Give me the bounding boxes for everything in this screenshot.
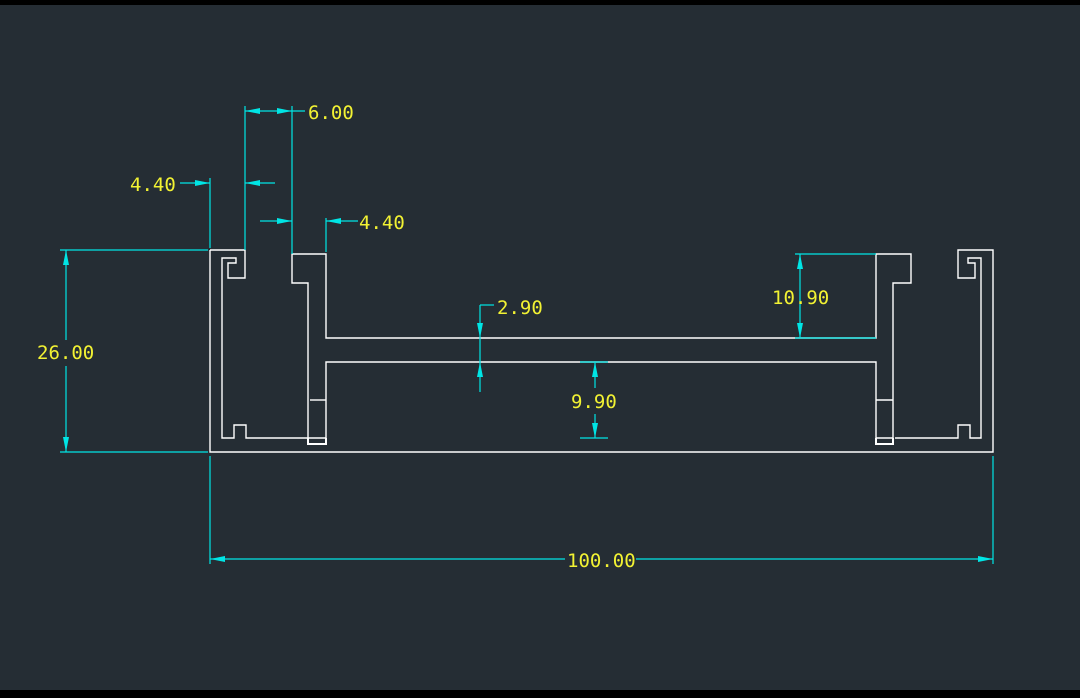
outer-left-and-bottom	[209, 249, 994, 453]
top-border	[0, 0, 1080, 5]
dim-web-thickness: 2.90	[497, 297, 543, 319]
right-foot-block	[875, 438, 894, 445]
dim-left-wall: 4.40	[130, 174, 176, 196]
dimension-labels: 6.00 4.40 4.40 2.90 10.90 9.90 26.00 100…	[37, 102, 829, 572]
left-hook	[210, 249, 308, 439]
dimension-arrows	[63, 108, 993, 562]
dim-top-gap: 6.00	[308, 102, 354, 124]
dim-channel-depth: 10.90	[772, 287, 829, 309]
dim-overall-height: 26.00	[37, 342, 94, 364]
dim-inner-wall: 4.40	[359, 212, 405, 234]
dim-overall-width: 100.00	[567, 550, 636, 572]
profile-outline	[209, 249, 994, 453]
left-foot-block	[307, 438, 327, 445]
dim-lower-gap: 9.90	[571, 391, 617, 413]
bottom-border	[0, 690, 1080, 694]
